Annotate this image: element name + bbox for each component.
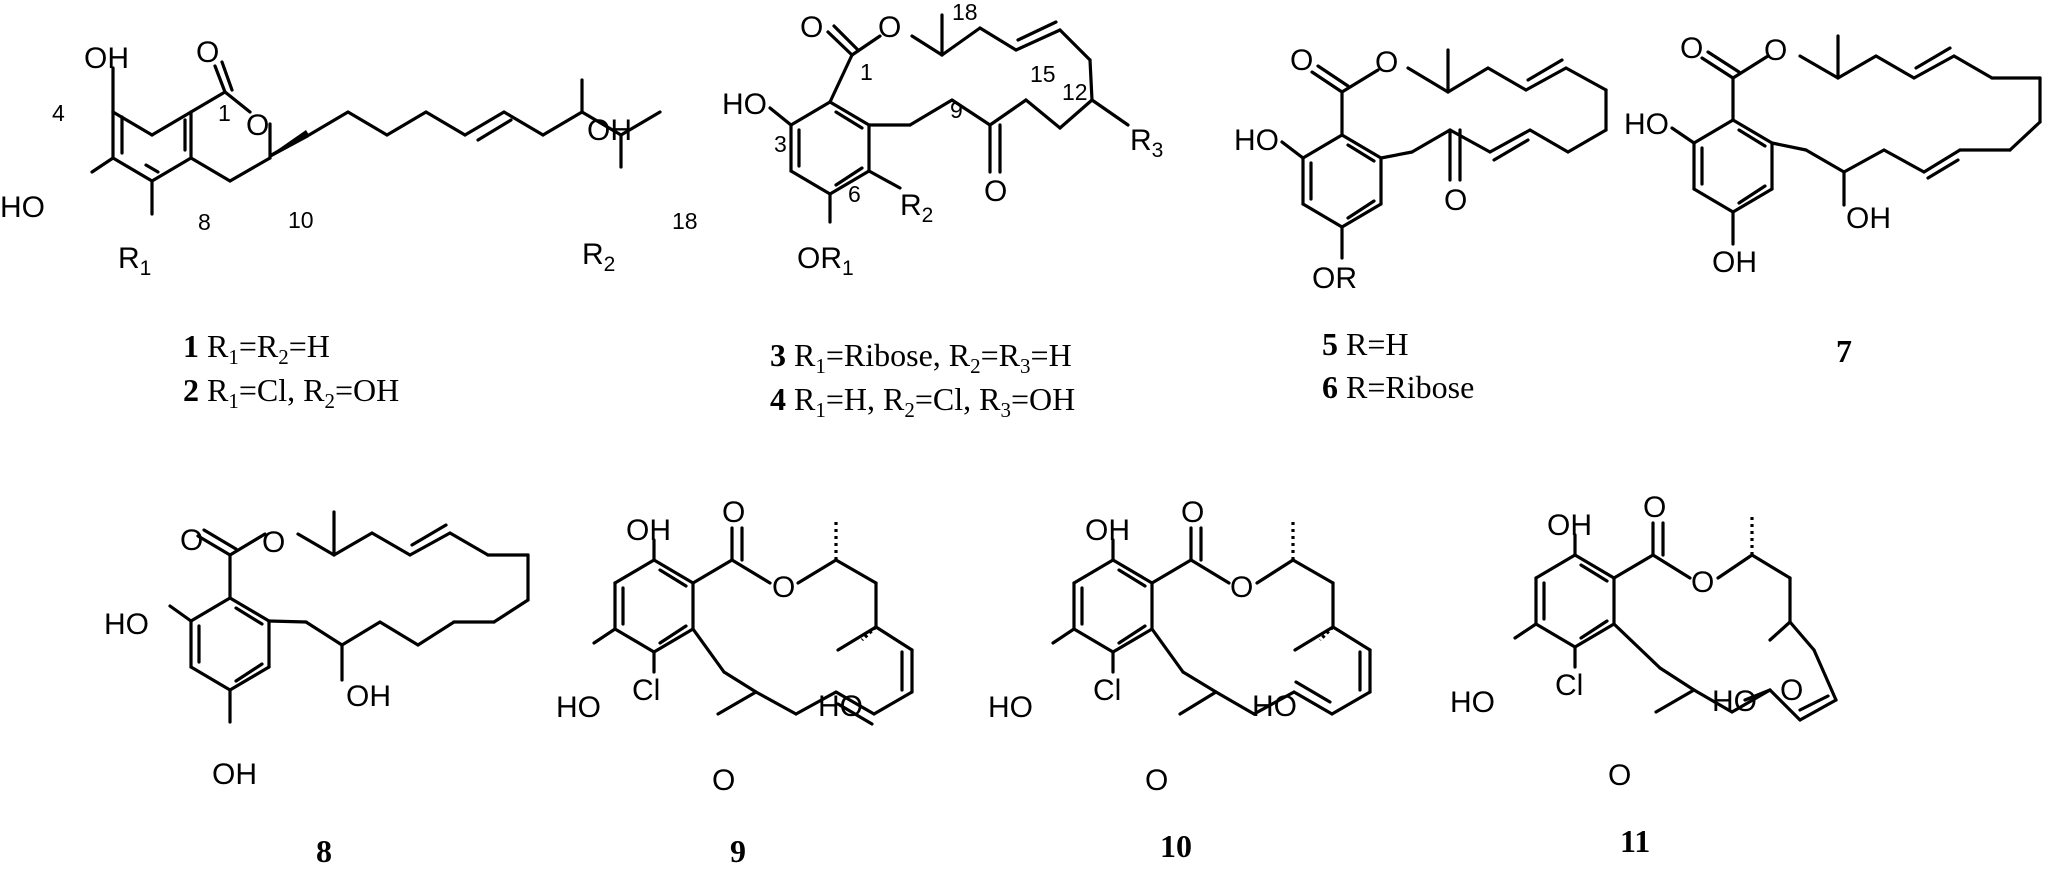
atom-o-keto: O	[1145, 764, 1168, 797]
structure-7: O O HO OH OH	[1624, 32, 2042, 279]
position-1: 1	[218, 100, 231, 126]
atom-oh: OH	[1085, 514, 1130, 547]
atom-o-keto: O	[984, 175, 1007, 208]
position-15: 15	[1030, 61, 1056, 87]
position-10: 10	[288, 207, 314, 233]
position-1: 1	[860, 59, 873, 85]
atom-o: O	[196, 36, 219, 69]
atom-oh: OH	[346, 680, 391, 713]
atom-oh: OH	[1547, 509, 1592, 542]
position-3: 3	[774, 131, 787, 157]
caption-2: 2 R1=Cl, R2=OH	[183, 372, 399, 413]
caption-9: 9	[730, 833, 746, 866]
atom-o-ring: O	[246, 109, 269, 142]
structure-11: OH O O HO Cl HO O O	[1450, 491, 1838, 792]
caption-7: 7	[1836, 333, 1852, 369]
atom-o: O	[1680, 32, 1703, 65]
caption-4: 4 R1=H, R2=Cl, R3=OH	[770, 381, 1075, 422]
atom-ho: HO	[1234, 124, 1279, 157]
structure-9: OH O O HO Cl HO O	[556, 496, 914, 797]
atom-oh: OH	[84, 42, 129, 75]
atom-r2: R2	[582, 238, 615, 276]
atom-or: OR	[1312, 262, 1357, 295]
atom-oh-side: OH	[587, 114, 632, 147]
atom-o-keto: O	[1444, 184, 1467, 217]
atom-oh: OH	[626, 514, 671, 547]
atom-o-ester: O	[1764, 34, 1787, 67]
atom-ho: HO	[556, 691, 601, 724]
position-4: 4	[52, 100, 65, 126]
structure-3-4: O O HO O OR1 R2 R3 1 18 15 12 9 3 6	[722, 0, 1163, 280]
atom-r1: R1	[118, 242, 151, 280]
structure-1-2: OH O O HO R1 R2 OH 4 1 8 10 18	[0, 36, 698, 280]
atom-o: O	[1181, 496, 1204, 529]
atom-o-bridge: O	[1780, 674, 1803, 707]
caption-1: 1 R1=R2=H	[183, 328, 330, 369]
caption-3: 3 R1=Ribose, R2=R3=H	[770, 337, 1072, 378]
atom-o: O	[1643, 491, 1666, 524]
position-18: 18	[672, 208, 698, 234]
position-8: 8	[198, 209, 211, 235]
position-6: 6	[848, 181, 861, 207]
atom-r3: R3	[1130, 124, 1163, 162]
atom-oh-bottom: OH	[1712, 246, 1757, 279]
atom-cl: Cl	[1093, 674, 1121, 707]
caption-11: 11	[1620, 823, 1650, 859]
atom-o-ester: O	[1691, 566, 1714, 599]
atom-ho: HO	[722, 88, 767, 121]
position-9: 9	[950, 97, 963, 123]
structure-5-6: O O HO O OR	[1234, 44, 1608, 295]
atom-ho-ring: HO	[1252, 690, 1297, 723]
atom-o: O	[1290, 44, 1313, 77]
atom-cl: Cl	[632, 674, 660, 707]
atom-ho-ring: HO	[1712, 685, 1757, 718]
atom-o-ester: O	[772, 571, 795, 604]
structure-10: OH O O HO Cl HO O	[988, 496, 1372, 797]
atom-ho: HO	[104, 608, 149, 641]
atom-o: O	[722, 496, 745, 529]
atom-oh-bottom: OH	[212, 758, 257, 791]
atom-o-keto: O	[1608, 759, 1631, 792]
caption-8: 8	[316, 833, 332, 866]
atom-ho: HO	[0, 191, 45, 224]
atom-ho: HO	[1624, 108, 1669, 141]
atom-ho-ring: HO	[818, 690, 863, 723]
caption-5: 5 R=H	[1322, 326, 1409, 362]
atom-or1: OR1	[797, 242, 854, 280]
atom-ho: HO	[1450, 686, 1495, 719]
atom-o: O	[180, 524, 203, 557]
atom-o-ester: O	[878, 11, 901, 44]
atom-o-keto: O	[712, 764, 735, 797]
atom-o: O	[800, 11, 823, 44]
caption-6: 6 R=Ribose	[1322, 369, 1474, 405]
atom-cl: Cl	[1555, 669, 1583, 702]
atom-o-ester: O	[262, 526, 285, 559]
atom-oh: OH	[1846, 202, 1891, 235]
atom-o-ester: O	[1375, 46, 1398, 79]
caption-10: 10	[1160, 828, 1192, 864]
position-18: 18	[952, 0, 978, 25]
atom-r2: R2	[900, 189, 933, 227]
atom-o-ester: O	[1230, 571, 1253, 604]
position-12: 12	[1062, 79, 1088, 105]
captions: 1 R1=R2=H 2 R1=Cl, R2=OH 3 R1=Ribose, R2…	[183, 326, 1852, 869]
atom-ho: HO	[988, 691, 1033, 724]
structure-8: O O HO OH OH	[104, 510, 530, 791]
